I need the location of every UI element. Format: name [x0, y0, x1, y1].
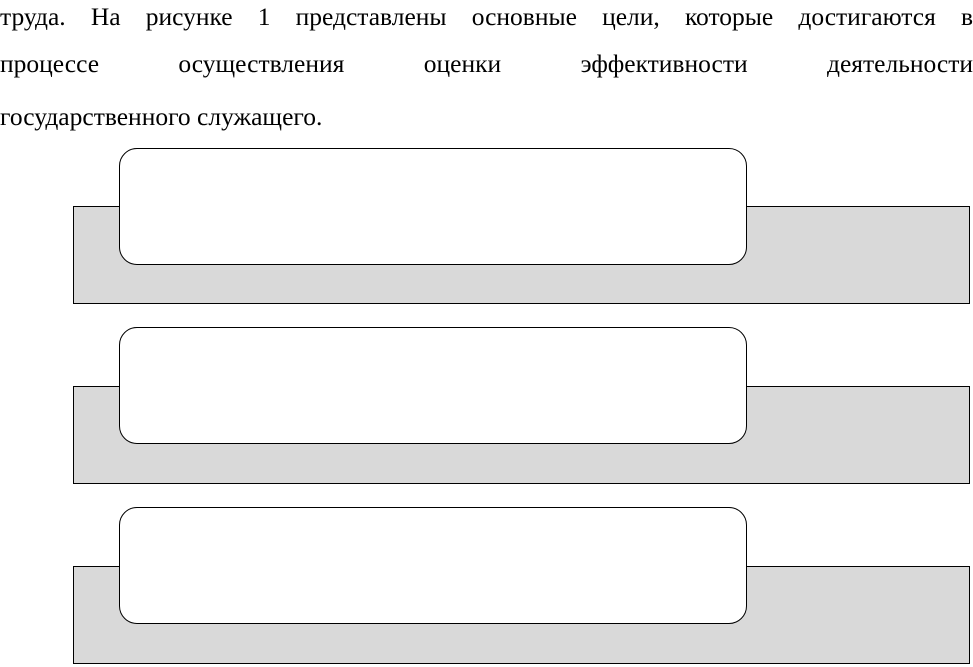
goal-1-box	[119, 148, 747, 265]
paragraph-line-2: процессе осуществления оценки эффективно…	[0, 49, 973, 78]
goal-2-box	[119, 327, 747, 444]
goal-3-box	[119, 507, 747, 624]
paragraph-line-3: государственного служащего.	[0, 102, 323, 131]
paragraph-line-1: труда. На рисунке 1 представлены основны…	[0, 2, 973, 31]
